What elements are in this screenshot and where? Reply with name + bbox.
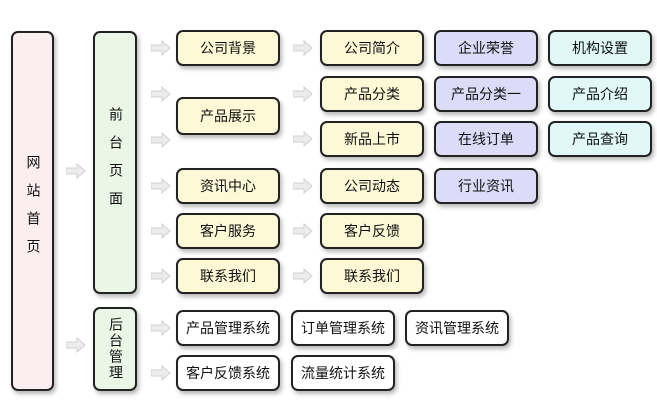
front-pages-node: 前台页面 xyxy=(93,31,137,294)
arrow-icon xyxy=(293,40,313,56)
arrow-icon xyxy=(151,268,171,284)
node-new-products: 新品上市 xyxy=(320,121,424,157)
node-order-mgmt: 订单管理系统 xyxy=(291,310,395,346)
node-product-query-label: 产品查询 xyxy=(572,132,628,148)
node-industry-news: 行业资讯 xyxy=(434,168,538,204)
node-product-category-one-label: 产品分类一 xyxy=(451,87,521,103)
node-contact-us-sub: 联系我们 xyxy=(320,258,424,294)
root-node-site-home: 网站首页 xyxy=(11,31,54,391)
node-news-mgmt-label: 资讯管理系统 xyxy=(415,321,499,337)
node-company-intro: 公司简介 xyxy=(320,30,424,66)
node-feedback-mgmt-label: 客户反馈系统 xyxy=(186,366,270,382)
node-industry-news-label: 行业资讯 xyxy=(458,179,514,195)
node-traffic-stats: 流量统计系统 xyxy=(291,355,395,391)
node-company-honors: 企业荣誉 xyxy=(434,30,538,66)
arrow-icon xyxy=(151,178,171,194)
node-contact-us-sub-label: 联系我们 xyxy=(344,269,400,285)
node-contact-us: 联系我们 xyxy=(176,258,280,294)
arrow-icon xyxy=(293,86,313,102)
node-contact-us-label: 联系我们 xyxy=(200,269,256,285)
arrow-icon xyxy=(151,132,171,148)
node-customer-service-label: 客户服务 xyxy=(200,224,256,240)
arrow-icon xyxy=(151,320,171,336)
node-org-setup-label: 机构设置 xyxy=(572,41,628,57)
node-product-mgmt-label: 产品管理系统 xyxy=(186,321,270,337)
arrow-icon xyxy=(151,223,171,239)
node-product-display: 产品展示 xyxy=(176,97,280,135)
node-online-order: 在线订单 xyxy=(434,121,538,157)
arrow-icon xyxy=(293,268,313,284)
node-product-category-label: 产品分类 xyxy=(344,87,400,103)
node-news-mgmt: 资讯管理系统 xyxy=(405,310,509,346)
node-product-query: 产品查询 xyxy=(548,121,652,157)
node-product-intro: 产品介绍 xyxy=(548,76,652,112)
front-pages-label: 前台页面 xyxy=(107,106,123,219)
arrow-icon xyxy=(66,337,86,353)
arrow-icon xyxy=(151,86,171,102)
node-new-products-label: 新品上市 xyxy=(344,132,400,148)
node-company-background-label: 公司背景 xyxy=(200,41,256,57)
node-customer-feedback-label: 客户反馈 xyxy=(344,224,400,240)
node-customer-service: 客户服务 xyxy=(176,213,280,249)
arrow-icon xyxy=(293,223,313,239)
node-product-display-label: 产品展示 xyxy=(200,109,256,125)
node-company-honors-label: 企业荣誉 xyxy=(458,41,514,57)
node-news-center: 资讯中心 xyxy=(176,168,280,204)
node-company-intro-label: 公司简介 xyxy=(344,41,400,57)
node-company-news-label: 公司动态 xyxy=(344,179,400,195)
node-product-intro-label: 产品介绍 xyxy=(572,87,628,103)
node-news-center-label: 资讯中心 xyxy=(200,179,256,195)
root-node-label: 网站首页 xyxy=(24,155,41,267)
backend-admin-node: 后台管理 xyxy=(93,307,137,391)
node-product-mgmt: 产品管理系统 xyxy=(176,310,280,346)
node-online-order-label: 在线订单 xyxy=(458,132,514,148)
arrow-icon xyxy=(293,178,313,194)
arrow-icon xyxy=(151,365,171,381)
node-customer-feedback: 客户反馈 xyxy=(320,213,424,249)
backend-admin-label: 后台管理 xyxy=(107,317,123,381)
node-traffic-stats-label: 流量统计系统 xyxy=(301,366,385,382)
node-org-setup: 机构设置 xyxy=(548,30,652,66)
node-company-background: 公司背景 xyxy=(176,30,280,66)
arrow-icon xyxy=(66,163,86,179)
node-product-category-one: 产品分类一 xyxy=(434,76,538,112)
node-feedback-mgmt: 客户反馈系统 xyxy=(176,355,280,391)
arrow-icon xyxy=(293,131,313,147)
node-product-category: 产品分类 xyxy=(320,76,424,112)
node-company-news: 公司动态 xyxy=(320,168,424,204)
arrow-icon xyxy=(151,40,171,56)
node-order-mgmt-label: 订单管理系统 xyxy=(301,321,385,337)
